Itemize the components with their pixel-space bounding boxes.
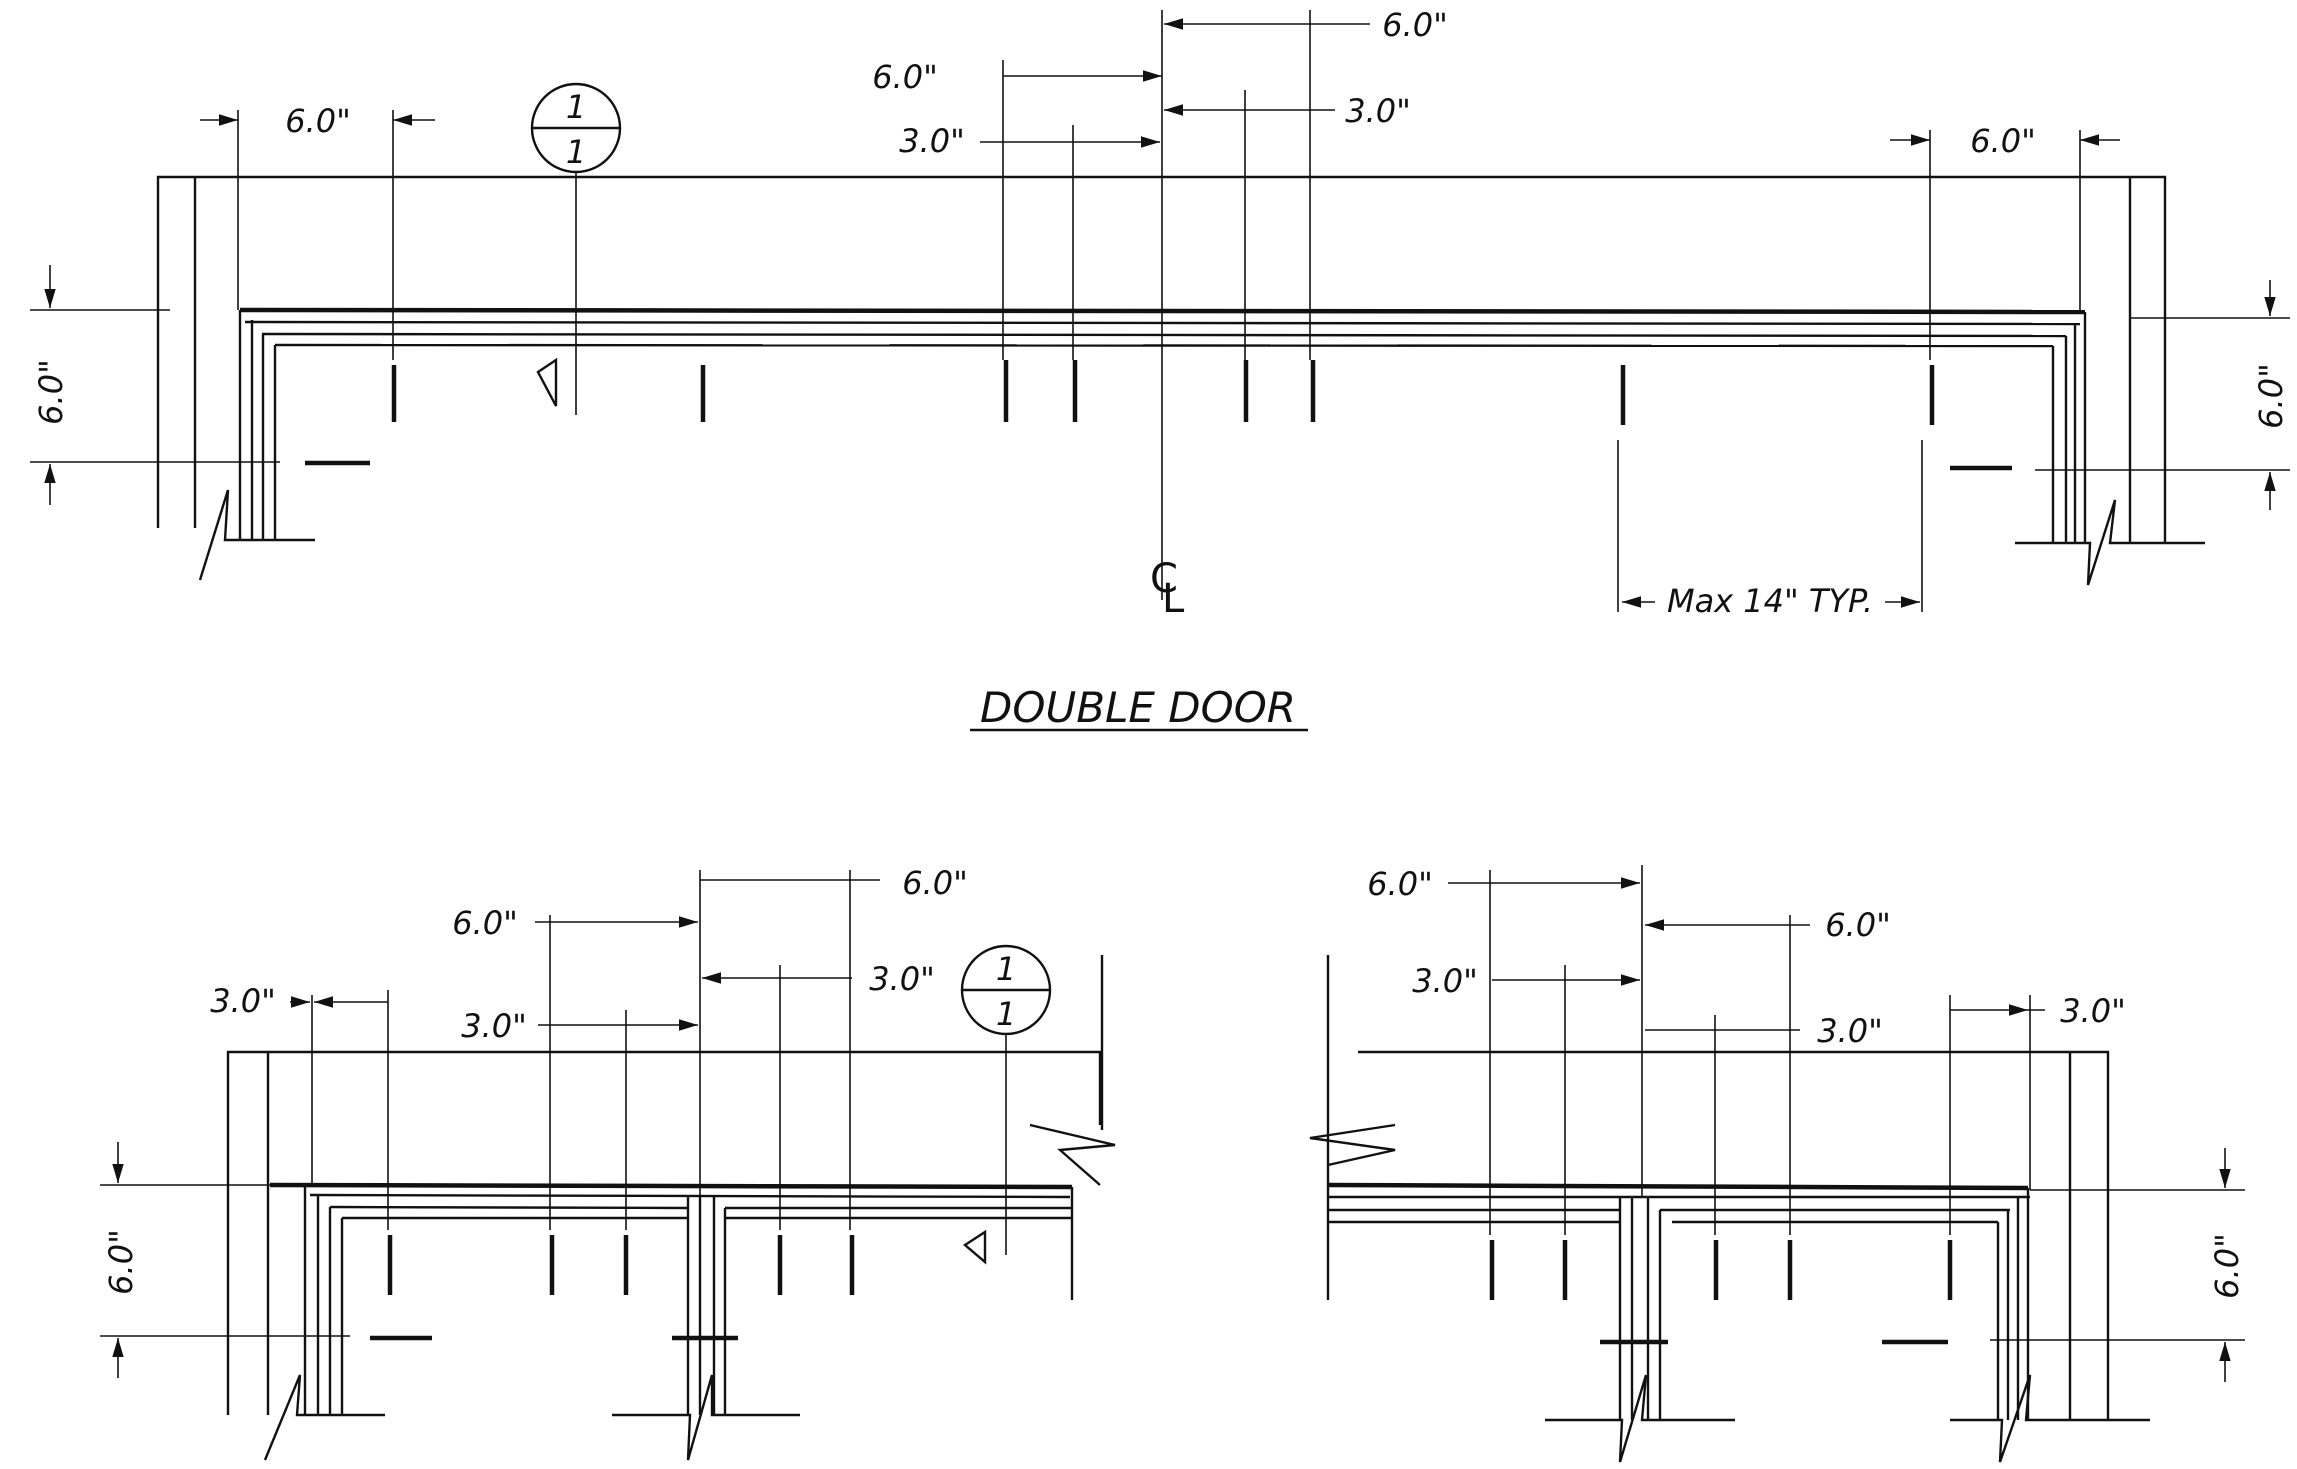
svg-text:C: C [1150, 556, 1178, 602]
svg-text:6.0": 6.0" [902, 864, 968, 902]
svg-text:3.0": 3.0" [2060, 992, 2126, 1030]
svg-text:6.0": 6.0" [2252, 363, 2290, 429]
svg-text:3.0": 3.0" [899, 122, 965, 160]
svg-text:6.0": 6.0" [2208, 1233, 2246, 1299]
svg-text:6.0": 6.0" [1382, 6, 1448, 44]
svg-text:L: L [1162, 576, 1185, 622]
dim-max-14in-typ: Max 14" TYP. [1622, 582, 1920, 620]
svg-text:1: 1 [566, 88, 586, 126]
triangle-marker [536, 357, 558, 407]
dim-vertical-left-6in: 6.0" [30, 265, 280, 505]
svg-text:6.0": 6.0" [1367, 865, 1433, 903]
dim-center-right-3in: 3.0" [1164, 92, 1411, 130]
centerline: C L [1150, 10, 1185, 622]
svg-text:3.0": 3.0" [210, 982, 276, 1020]
dim-vertical-right-6in: 6.0" [2035, 280, 2290, 510]
svg-text:Max 14" TYP.: Max 14" TYP. [1667, 582, 1873, 620]
double-door-elevation: 1 1 C L 6.0" 6.0" [30, 6, 2290, 732]
dim-center-left-3in: 3.0" [899, 122, 1160, 160]
svg-text:1: 1 [566, 133, 586, 171]
break-line [2015, 499, 2205, 586]
svg-text:1: 1 [996, 950, 1016, 988]
svg-text:3.0": 3.0" [869, 960, 935, 998]
svg-text:6.0": 6.0" [1825, 906, 1891, 944]
dim-left-6in: 6.0" [200, 102, 435, 140]
svg-text:6.0": 6.0" [285, 102, 351, 140]
double-door-left-half-detail: 1 1 6.0" 6.0" 3.0" 3.0" 3.0" 6.0" [100, 864, 1116, 1461]
svg-text:3.0": 3.0" [461, 1007, 527, 1045]
detail-title: DOUBLE DOOR [970, 683, 1308, 732]
dim-right-6in: 6.0" [1890, 122, 2120, 160]
svg-text:3.0": 3.0" [1817, 1012, 1883, 1050]
dim-center-left-6in: 6.0" [872, 58, 1162, 96]
svg-text:6.0": 6.0" [452, 904, 518, 942]
svg-text:6.0": 6.0" [872, 58, 938, 96]
svg-text:DOUBLE DOOR: DOUBLE DOOR [980, 683, 1296, 732]
svg-text:6.0": 6.0" [102, 1229, 140, 1295]
svg-text:3.0": 3.0" [1412, 962, 1478, 1000]
section-marker: 1 1 [530, 82, 622, 415]
svg-text:3.0": 3.0" [1345, 92, 1411, 130]
svg-text:6.0": 6.0" [1970, 122, 2036, 160]
svg-text:6.0": 6.0" [32, 359, 70, 425]
break-line [198, 489, 315, 581]
dim-center-right-6in: 6.0" [1164, 6, 1448, 44]
fastener-marks [391, 360, 1935, 425]
svg-text:1: 1 [996, 995, 1016, 1033]
double-door-right-half-detail: 6.0" 6.0" 3.0" 3.0" 3.0" 6.0" [1309, 865, 2246, 1463]
